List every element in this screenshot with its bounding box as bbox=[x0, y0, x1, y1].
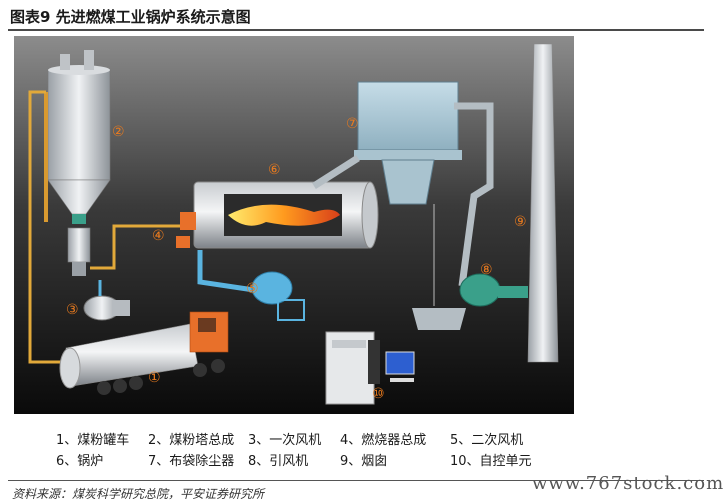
boiler bbox=[176, 181, 379, 249]
footer-divider bbox=[8, 480, 704, 481]
figure-header: 图表9 先进燃煤工业锅炉系统示意图 bbox=[8, 4, 704, 31]
header-divider bbox=[8, 29, 704, 31]
induced-draft-fan bbox=[459, 273, 528, 307]
feed-pipes bbox=[28, 90, 192, 364]
marker-chimney: ⑨ bbox=[514, 214, 527, 230]
legend-item: 6、锅炉 bbox=[56, 454, 104, 469]
marker-control-unit: ⑩ bbox=[372, 386, 385, 402]
secondary-fan bbox=[197, 250, 305, 321]
powder-tower bbox=[44, 50, 111, 276]
legend-item: 10、自控单元 bbox=[450, 454, 532, 469]
marker-truck: ① bbox=[148, 370, 161, 386]
marker-boiler: ⑥ bbox=[268, 162, 281, 178]
marker-secondary-fan: ⑤ bbox=[246, 281, 259, 297]
legend-item: 1、煤粉罐车 bbox=[56, 433, 130, 448]
bag-filter bbox=[312, 81, 494, 330]
control-unit bbox=[325, 331, 415, 405]
figure-title: 图表9 先进燃煤工业锅炉系统示意图 bbox=[10, 8, 251, 26]
illustration-canvas: ① ② ③ ④ ⑤ ⑥ ⑦ ⑧ ⑨ ⑩ bbox=[14, 36, 574, 414]
marker-tower: ② bbox=[112, 124, 125, 140]
chimney bbox=[527, 43, 559, 363]
legend-item: 8、引风机 bbox=[248, 454, 309, 469]
watermark-text: www.767stock.com bbox=[532, 473, 724, 494]
legend-item: 3、一次风机 bbox=[248, 433, 322, 448]
boiler-system-illustration: ① ② ③ ④ ⑤ ⑥ ⑦ ⑧ ⑨ ⑩ bbox=[14, 36, 574, 414]
marker-induced-fan: ⑧ bbox=[480, 262, 493, 278]
marker-burner: ④ bbox=[152, 228, 165, 244]
powder-tanker-truck bbox=[59, 311, 229, 395]
source-note: 资料来源：煤炭科学研究总院，平安证券研究所 bbox=[12, 487, 265, 501]
legend-item: 7、布袋除尘器 bbox=[148, 454, 235, 469]
legend-item: 2、煤粉塔总成 bbox=[148, 433, 235, 448]
legend-item: 5、二次风机 bbox=[450, 433, 524, 448]
primary-fan bbox=[83, 280, 130, 321]
legend-item: 4、燃烧器总成 bbox=[340, 433, 427, 448]
legend-row-1: 1、煤粉罐车 2、煤粉塔总成 3、一次风机 4、燃烧器总成 5、二次风机 bbox=[56, 429, 550, 448]
marker-bag-filter: ⑦ bbox=[346, 116, 359, 132]
component-markers: ① ② ③ ④ ⑤ ⑥ ⑦ ⑧ ⑨ ⑩ bbox=[66, 116, 527, 402]
marker-primary-fan: ③ bbox=[66, 302, 79, 318]
legend-item: 9、烟囱 bbox=[340, 454, 388, 469]
legend-row-2: 6、锅炉 7、布袋除尘器 8、引风机 9、烟囱 10、自控单元 bbox=[56, 450, 550, 469]
